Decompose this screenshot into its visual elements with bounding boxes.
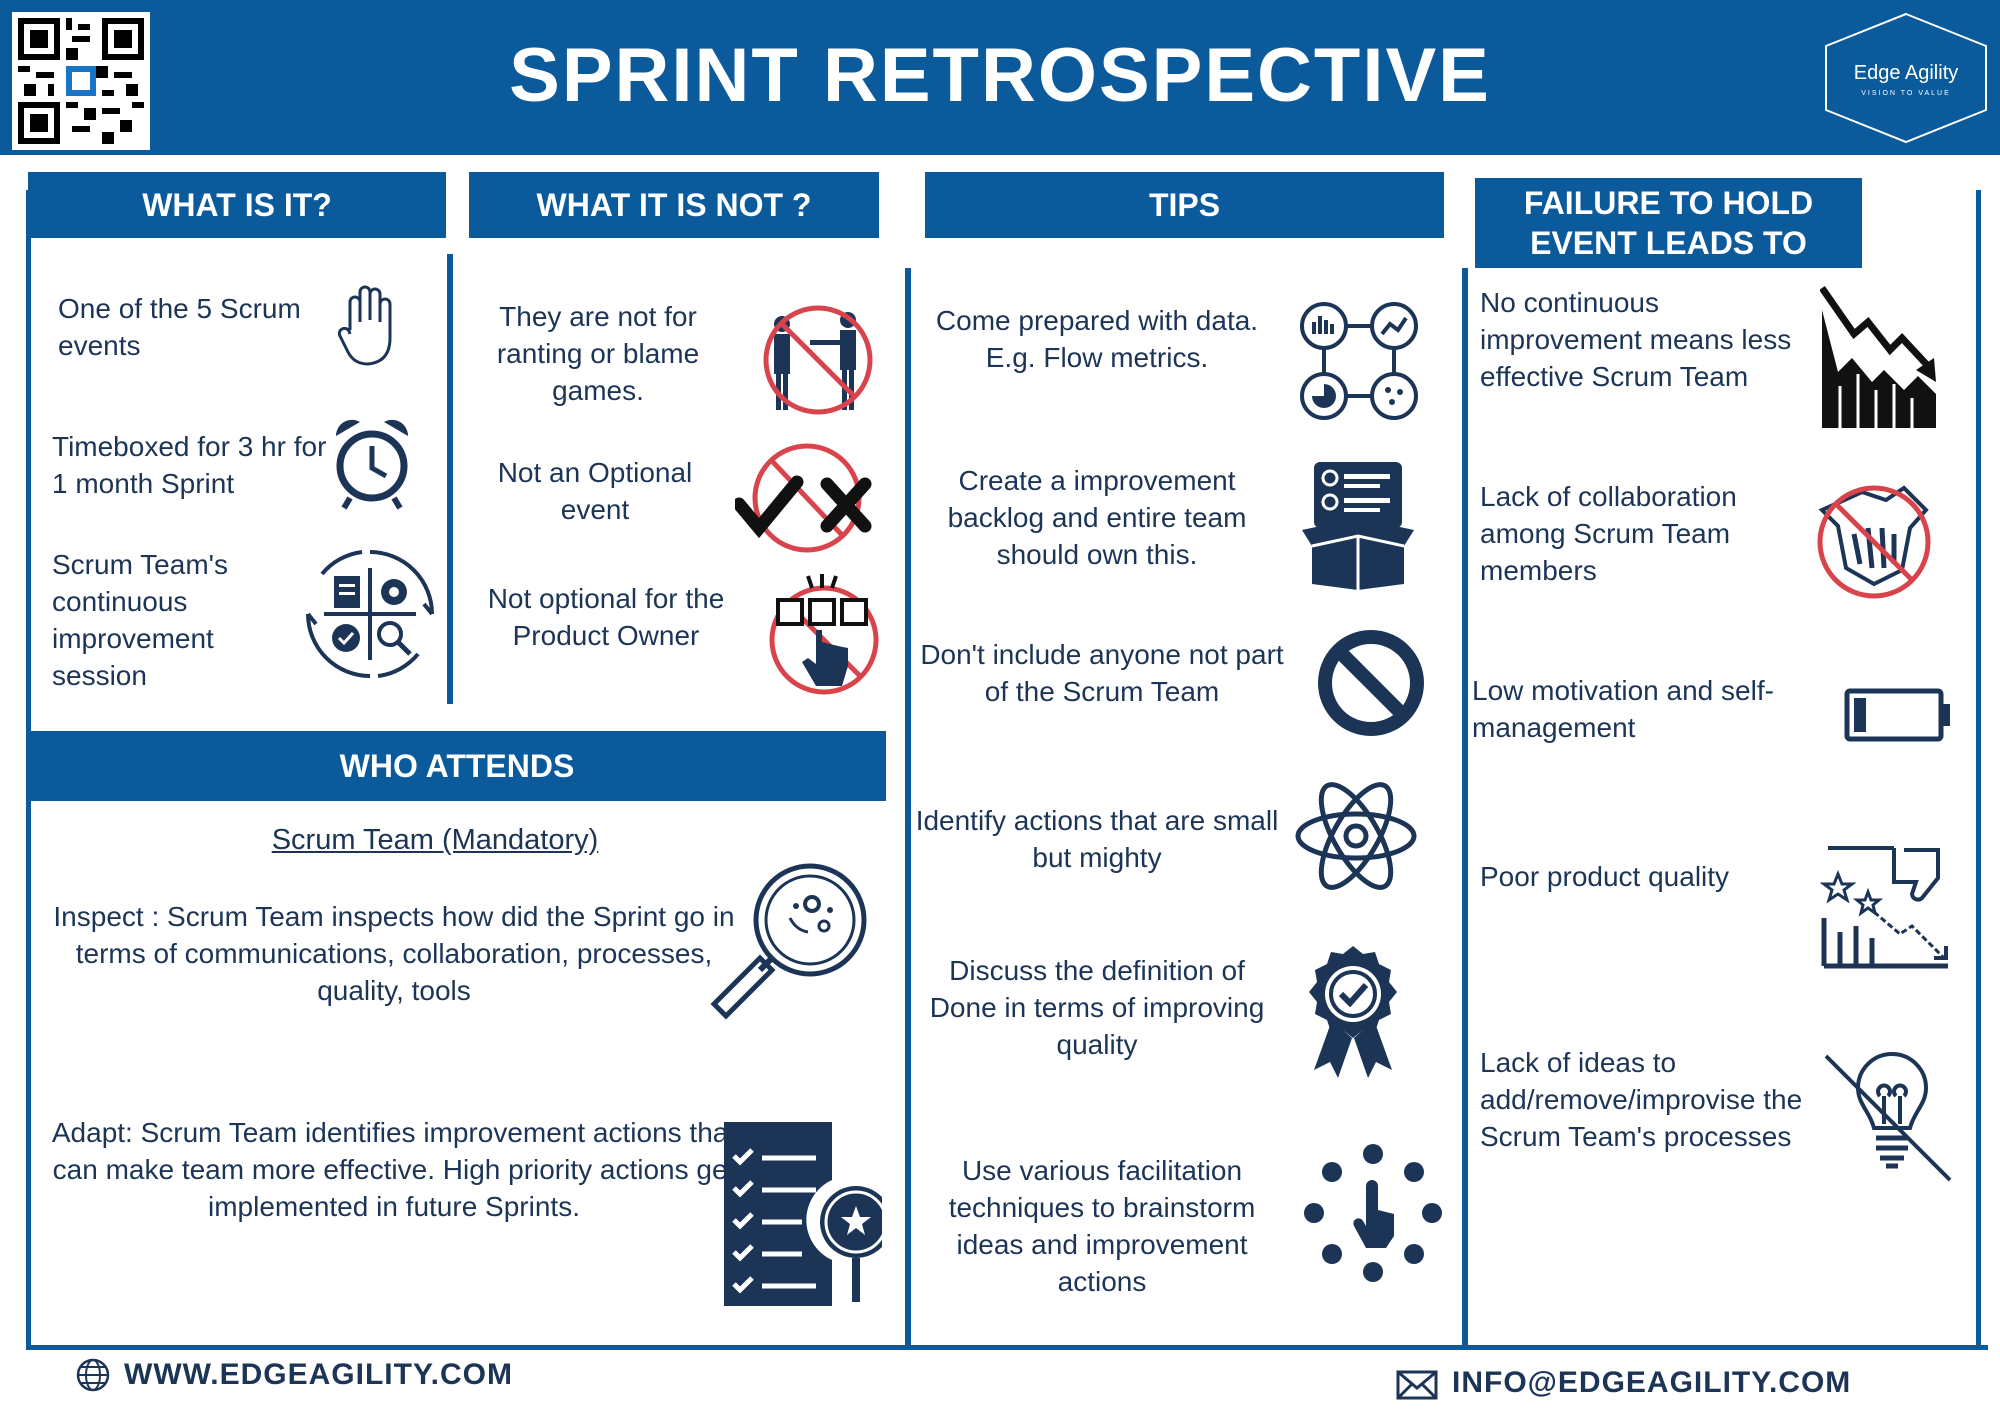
hexagon-logo-icon <box>1825 12 1987 144</box>
no-optional-icon <box>735 440 877 560</box>
website-link[interactable]: WWW.EDGEAGILITY.COM <box>124 1358 513 1391</box>
page-title: SPRINT RETROSPECTIVE <box>509 33 1491 118</box>
what-it-is-not-item-2: Not an Optional event <box>497 457 693 525</box>
who-attends-heading: WHO ATTENDS <box>28 731 886 801</box>
facilitation-icon <box>1300 1140 1446 1286</box>
inspect-text: Inspect : Scrum Team inspects how did th… <box>53 901 735 1006</box>
qr-code-icon <box>18 18 144 144</box>
envelope-icon <box>1396 1370 1438 1400</box>
no-choice-icon <box>766 570 882 698</box>
magnifier-inspect-icon <box>710 858 874 1022</box>
adapt-text: Adapt: Scrum Team identifies improvement… <box>51 1117 737 1222</box>
prohibited-icon <box>1316 628 1426 738</box>
alarm-clock-icon <box>330 412 414 512</box>
what-is-it-item-2: Timeboxed for 3 hr for 1 month Sprint <box>52 431 327 499</box>
what-it-is-not-heading: WHAT IT IS NOT ? <box>469 172 879 238</box>
tips-heading: TIPS <box>925 172 1444 238</box>
what-is-it-item-3: Scrum Team's continuous improvement sess… <box>52 549 228 691</box>
divider-3 <box>1462 268 1468 1350</box>
tips-item-3: Don't include anyone not part of the Scr… <box>920 639 1284 707</box>
thumbs-down-icon <box>1820 842 1950 972</box>
tips-item-1: Come prepared with data. E.g. Flow metri… <box>935 305 1259 373</box>
what-it-is-not-item-3: Not optional for the Product Owner <box>487 583 725 651</box>
divider-2 <box>905 268 911 1350</box>
low-battery-icon <box>1844 688 1952 742</box>
globe-icon <box>76 1358 110 1392</box>
who-attends-subheading: Scrum Team (Mandatory) <box>271 824 599 856</box>
failure-item-2: Lack of collaboration among Scrum Team m… <box>1480 481 1737 586</box>
outer-right-border <box>1976 190 1981 1350</box>
quality-badge-icon <box>1302 944 1404 1080</box>
failure-item-5: Lack of ideas to add/remove/improvise th… <box>1480 1047 1803 1152</box>
tips-item-6: Use various facilitation techniques to b… <box>948 1155 1256 1297</box>
failure-item-4: Poor product quality <box>1480 861 1730 892</box>
raised-hand-icon <box>336 282 402 368</box>
outer-bottom-border <box>26 1345 1988 1350</box>
divider-1 <box>447 254 453 704</box>
improvement-cycle-icon <box>302 546 438 682</box>
company-logo[interactable]: Edge Agility VISION TO VALUE <box>1822 12 1990 144</box>
declining-chart-icon <box>1820 286 1938 428</box>
no-collaboration-icon <box>1810 478 1938 604</box>
atom-icon <box>1294 770 1418 902</box>
failure-item-3: Low motivation and self-management <box>1472 675 1774 743</box>
checklist-search-icon <box>722 1120 882 1306</box>
backlog-box-icon <box>1300 460 1416 592</box>
tips-item-2: Create a improvement backlog and entire … <box>947 465 1247 570</box>
tips-item-5: Discuss the definition of Done in terms … <box>929 955 1265 1060</box>
what-is-it-heading: WHAT IS IT? <box>28 172 446 238</box>
tips-item-4: Identify actions that are small but migh… <box>915 805 1279 873</box>
no-blame-icon <box>760 302 876 418</box>
logo-name: Edge Agility <box>1853 62 1959 84</box>
failure-item-1: No continuous improvement means less eff… <box>1480 287 1792 392</box>
what-is-it-item-1: One of the 5 Scrum events <box>58 293 301 361</box>
logo-tagline: VISION TO VALUE <box>1861 90 1951 97</box>
email-link[interactable]: INFO@EDGEAGILITY.COM <box>1452 1366 1852 1399</box>
no-ideas-bulb-icon <box>1822 1052 1954 1184</box>
header-bar <box>0 0 2000 155</box>
what-it-is-not-item-1: They are not for ranting or blame games. <box>496 301 700 406</box>
qr-code[interactable] <box>12 12 150 150</box>
failure-heading: FAILURE TO HOLD EVENT LEADS TO <box>1475 178 1862 268</box>
data-metrics-icon <box>1298 300 1420 422</box>
